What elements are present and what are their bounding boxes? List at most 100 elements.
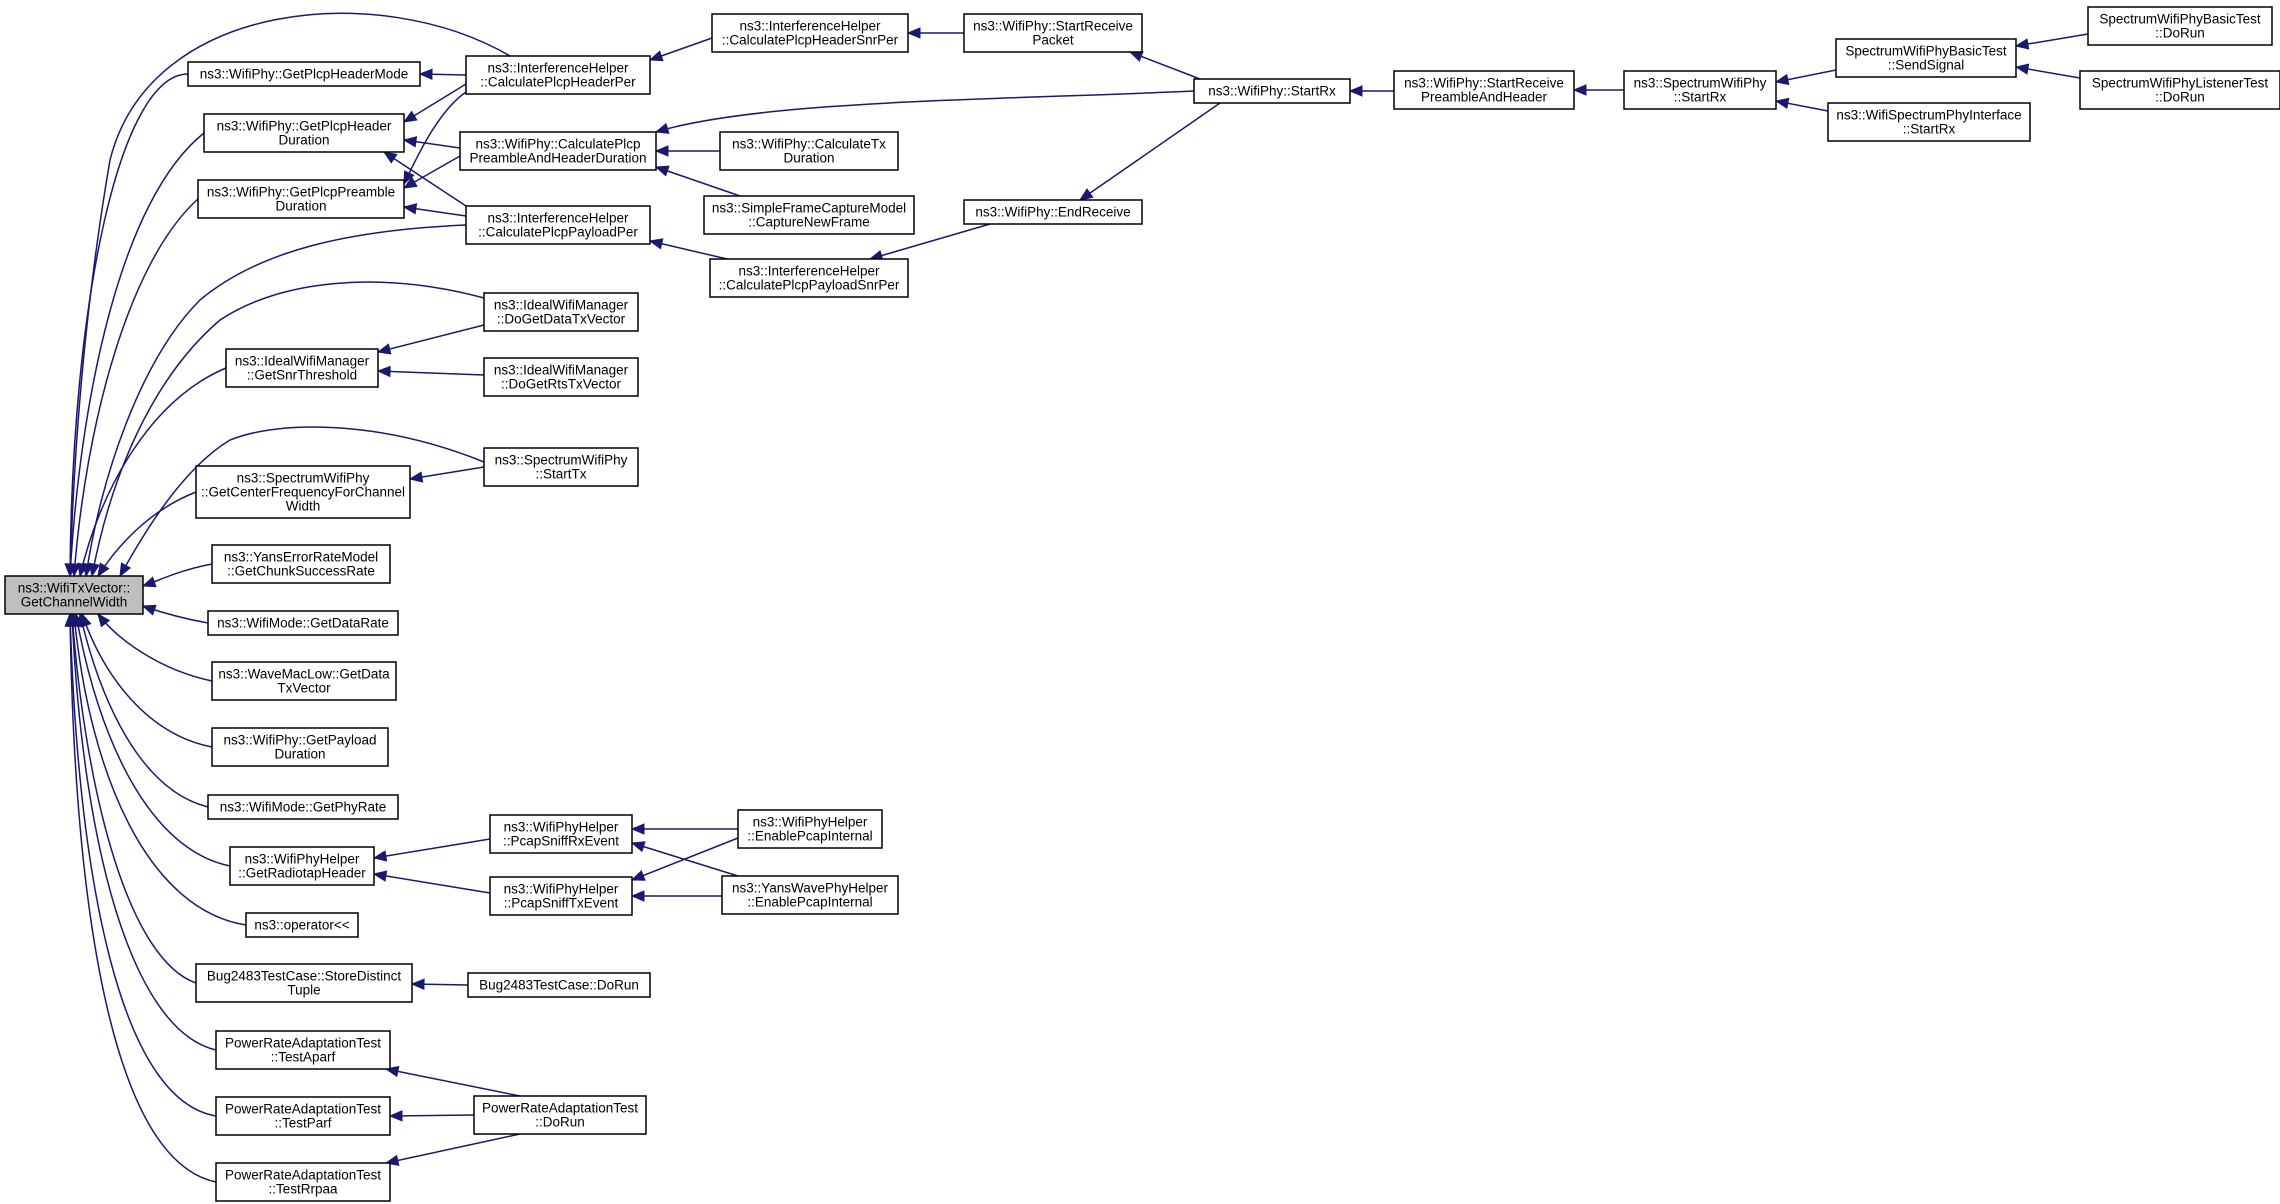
node-calcPlcpPreambleAndHeader[interactable]: ns3::WifiPhy::CalculatePlcpPreambleAndHe… [459, 131, 657, 171]
arrowhead-icon [88, 562, 100, 578]
node-spectrumStartTx[interactable]: ns3::SpectrumWifiPhy::StartTx [483, 447, 639, 487]
node-doGetRtsTxVector[interactable]: ns3::IdealWifiManager::DoGetRtsTxVector [483, 357, 639, 397]
edge-yansGetChunk-to-root [141, 563, 213, 588]
arrowhead-icon [630, 890, 645, 902]
node-box [1393, 70, 1575, 110]
edge-layer [64, 12, 2089, 1183]
arrowhead-icon [372, 850, 388, 862]
edge-line [71, 613, 197, 984]
edge-line [119, 426, 485, 577]
node-box [489, 814, 633, 854]
node-powerDoRun[interactable]: PowerRateAdaptationTest::DoRun [473, 1095, 647, 1135]
root-node[interactable]: ns3::WifiTxVector::GetChannelWidth [4, 575, 144, 615]
arrowhead-icon [1348, 85, 1363, 97]
node-label: ::StartRx [1903, 122, 1956, 137]
node-label: Duration [274, 747, 325, 762]
node-testAparf[interactable]: PowerRateAdaptationTest::TestAparf [215, 1030, 391, 1070]
node-calcPlcpHeaderSnrPer[interactable]: ns3::InterferenceHelper::CalculatePlcpHe… [711, 13, 909, 53]
node-box [1827, 102, 2031, 142]
node-label: ns3::WifiMode::GetDataRate [217, 616, 389, 631]
node-box [1623, 70, 1777, 110]
arrowhead-icon [648, 238, 664, 250]
node-box [483, 447, 639, 487]
node-label: ::PcapSniffRxEvent [503, 834, 619, 849]
edge-line [377, 370, 485, 376]
node-label: ns3::WifiPhyHelper [504, 820, 619, 835]
node-wifiModeGetPhyRate[interactable]: ns3::WifiMode::GetPhyRate [207, 794, 399, 820]
node-label: ns3::SpectrumWifiPhy [237, 471, 370, 486]
node-enablePcapWifi[interactable]: ns3::WifiPhyHelper::EnablePcapInternal [737, 809, 883, 849]
node-box [4, 575, 144, 615]
edge-calcPlcpPreambleAndHeader-to-getPlcpPreambleDuration [402, 155, 461, 189]
node-endReceive[interactable]: ns3::WifiPhy::EndReceive [963, 199, 1143, 225]
node-box [473, 1095, 647, 1135]
edge-line [81, 613, 213, 748]
node-getPlcpHeaderMode[interactable]: ns3::WifiPhy::GetPlcpHeaderMode [187, 61, 421, 87]
node-yansGetChunk[interactable]: ns3::YansErrorRateModel::GetChunkSuccess… [211, 544, 391, 584]
node-calcPlcpPayloadSnrPer[interactable]: ns3::InterferenceHelper::CalculatePlcpPa… [709, 258, 909, 298]
node-box [2079, 70, 2280, 110]
node-label: ns3::InterferenceHelper [739, 19, 881, 34]
node-sendSignal[interactable]: SpectrumWifiPhyBasicTest::SendSignal [1835, 38, 2017, 78]
node-label: ns3::WifiPhy::GetPlcpPreamble [207, 185, 395, 200]
arrowhead-icon [402, 203, 418, 215]
node-box [719, 131, 899, 171]
node-doGetDataTxVector[interactable]: ns3::IdealWifiManager::DoGetDataTxVector [483, 292, 639, 332]
node-calcPlcpPayloadPer[interactable]: ns3::InterferenceHelper::CalculatePlcpPa… [465, 205, 651, 245]
edge-line [1129, 51, 1201, 80]
node-spectrumStartRx[interactable]: ns3::SpectrumWifiPhy::StartRx [1623, 70, 1777, 110]
node-waveMacLowGetData[interactable]: ns3::WaveMacLow::GetDataTxVector [211, 661, 397, 701]
edge-calcPlcpPayloadPer-to-root [82, 224, 467, 578]
edge-getPayloadDuration-to-root [80, 612, 213, 748]
edge-startReceivePreamble-to-wifiPhyStartRx [1348, 85, 1394, 97]
node-listenerTestDoRun[interactable]: SpectrumWifiPhyListenerTest::DoRun [2079, 70, 2280, 110]
node-operatorLL[interactable]: ns3::operator<< [245, 912, 359, 938]
arrowhead-icon [630, 841, 646, 853]
node-wifiModeGetDataRate[interactable]: ns3::WifiMode::GetDataRate [207, 610, 399, 636]
node-label: ::EnablePcapInternal [747, 895, 872, 910]
edge-spectrumStartTx-to-root [119, 426, 485, 578]
arrowhead-icon [654, 145, 669, 157]
node-wifiPhyStartRx[interactable]: ns3::WifiPhy::StartRx [1193, 78, 1351, 104]
node-startReceivePreamble[interactable]: ns3::WifiPhy::StartReceivePreambleAndHea… [1393, 70, 1575, 110]
node-testRrpaa[interactable]: PowerRateAdaptationTest::TestRrpaa [215, 1162, 391, 1202]
node-label: ns3::WifiTxVector:: [18, 581, 131, 596]
node-enablePcapYans[interactable]: ns3::YansWavePhyHelper::EnablePcapIntern… [721, 875, 899, 915]
node-basicTestDoRun[interactable]: SpectrumWifiPhyBasicTest::DoRun [2087, 6, 2273, 46]
edge-operatorLL-to-root [69, 612, 247, 926]
node-label: ns3::WifiPhy::CalculatePlcp [475, 137, 640, 152]
node-interfaceStartRx[interactable]: ns3::WifiSpectrumPhyInterface::StartRx [1827, 102, 2031, 142]
node-label: ::GetSnrThreshold [247, 368, 357, 383]
arrowhead-icon [141, 576, 157, 588]
node-pcapSniffRx[interactable]: ns3::WifiPhyHelper::PcapSniffRxEvent [489, 814, 633, 854]
edge-calcPlcpHeaderPer-to-getPlcpHeaderMode [418, 68, 467, 81]
node-label: ns3::WifiMode::GetPhyRate [220, 800, 387, 815]
arrowhead-icon [119, 562, 132, 578]
edge-line [69, 132, 205, 577]
node-label: ns3::InterferenceHelper [487, 61, 629, 76]
node-label: ::TestParf [274, 1116, 331, 1131]
node-label: ::StartRx [1674, 90, 1727, 105]
arrowhead-icon [403, 170, 415, 186]
node-idealGetSnrThreshold[interactable]: ns3::IdealWifiManager::GetSnrThreshold [225, 348, 379, 388]
node-label: ns3::WifiPhy::StartReceive [973, 19, 1133, 34]
node-bugDoRun[interactable]: Bug2483TestCase::DoRun [467, 972, 651, 998]
node-label: ns3::WifiPhy::GetPlcpHeader [217, 119, 392, 134]
node-pcapSniffTx[interactable]: ns3::WifiPhyHelper::PcapSniffTxEvent [489, 876, 633, 916]
node-calcPlcpHeaderPer[interactable]: ns3::InterferenceHelper::CalculatePlcpHe… [465, 55, 651, 95]
node-testParf[interactable]: PowerRateAdaptationTest::TestParf [215, 1096, 391, 1136]
node-captureNewFrame[interactable]: ns3::SimpleFrameCaptureModel::CaptureNew… [703, 195, 915, 235]
node-box [225, 348, 379, 388]
node-box [467, 972, 651, 998]
node-label: Duration [783, 151, 834, 166]
node-getRadiotapHeader[interactable]: ns3::WifiPhyHelper::GetRadiotapHeader [229, 846, 375, 886]
node-box [1835, 38, 2017, 78]
node-spectrumGetCenterFreq[interactable]: ns3::SpectrumWifiPhy::GetCenterFrequency… [195, 465, 411, 519]
